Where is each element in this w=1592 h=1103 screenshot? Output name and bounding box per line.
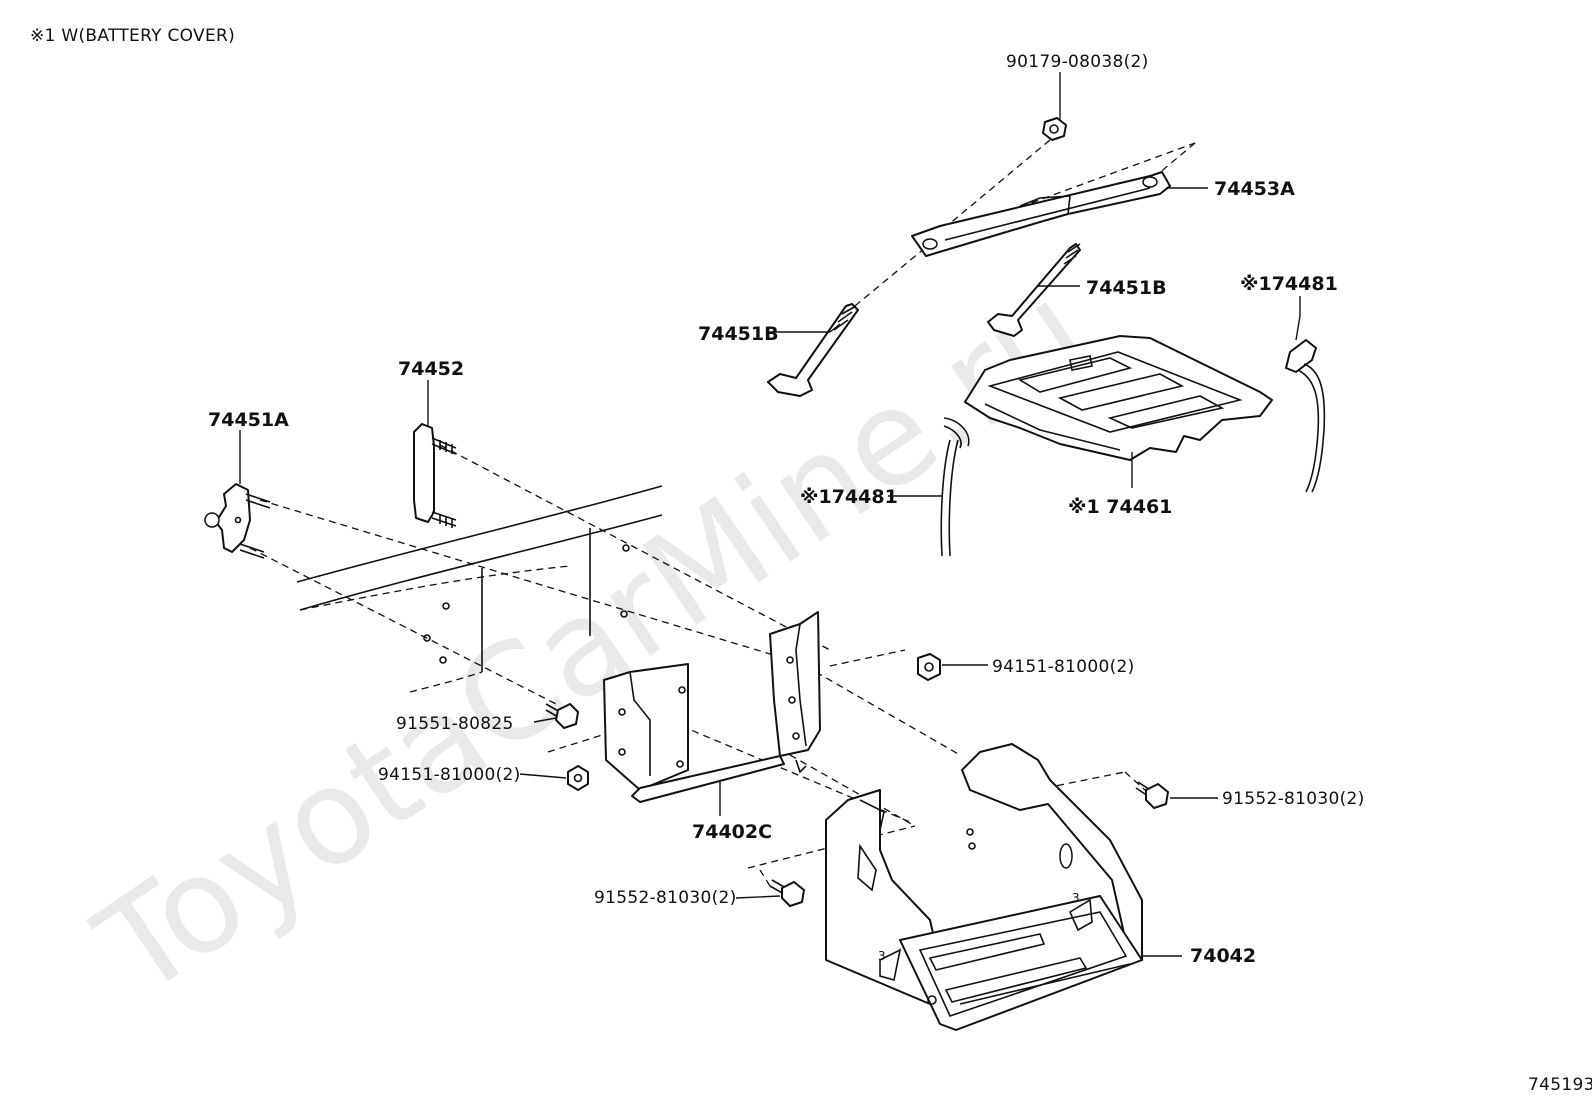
- nut-90179-08038: [1042, 117, 1067, 141]
- label-bolt-91552-81030-right: 91552-81030(2): [1222, 789, 1365, 809]
- label-wire-right-74481: ※174481: [1240, 273, 1338, 295]
- wire-harness-left-74481: [940, 417, 970, 557]
- callout-labels: ※1 W(BATTERY COVER) 745193A 90179-08038(…: [30, 26, 1592, 1095]
- bolt-91551-80825: [545, 703, 579, 729]
- nut-94151-81000-right: [917, 653, 941, 681]
- bolt-91552-81030-right: [1135, 781, 1169, 809]
- label-nut-94151-81000-right: 94151-81000(2): [992, 657, 1135, 677]
- header-note: ※1 W(BATTERY COVER): [30, 26, 235, 46]
- label-tray-74042: 74042: [1190, 945, 1256, 967]
- nut-94151-81000-left: [567, 765, 589, 791]
- label-cover-74461: ※1 74461: [1068, 496, 1172, 518]
- frame-rail: [296, 485, 663, 693]
- battery-clamp-74453A: [911, 171, 1171, 257]
- bolt-plate-74451A: [204, 483, 271, 559]
- label-nut-94151-81000-left: 94151-81000(2): [378, 765, 521, 785]
- watermark: ToyotaCarMine.ru: [71, 254, 1114, 1027]
- figure-code: 745193A: [1528, 1075, 1592, 1095]
- svg-text:3: 3: [1072, 891, 1080, 905]
- battery-cover-74461: [964, 335, 1273, 461]
- wire-harness-right-74481: [1285, 339, 1326, 493]
- label-bolt-plate-74451A: 74451A: [208, 409, 289, 431]
- bracket-74402C: [603, 611, 821, 803]
- label-rod-right-74451B: 74451B: [1086, 277, 1167, 299]
- label-wire-left-74481: ※174481: [800, 486, 898, 508]
- assembly-lines: [249, 139, 1196, 887]
- hold-down-rod-right-74451B: [987, 243, 1081, 337]
- label-bracket-74402C: 74402C: [692, 821, 772, 843]
- svg-text:3: 3: [878, 949, 886, 963]
- stud-plate-74452: [413, 423, 457, 528]
- bolt-91552-81030-lower: [769, 879, 805, 907]
- label-rod-left-74451B: 74451B: [698, 323, 779, 345]
- label-nut-90179-08038: 90179-08038(2): [1006, 52, 1149, 72]
- label-bolt-91551-80825: 91551-80825: [396, 714, 514, 734]
- label-bolt-91552-81030-lower: 91552-81030(2): [594, 888, 737, 908]
- label-clamp-74453A: 74453A: [1214, 178, 1295, 200]
- leader-lines: [239, 72, 1301, 957]
- battery-tray-74042: 3 3: [825, 743, 1143, 1031]
- label-stud-plate-74452: 74452: [398, 358, 464, 380]
